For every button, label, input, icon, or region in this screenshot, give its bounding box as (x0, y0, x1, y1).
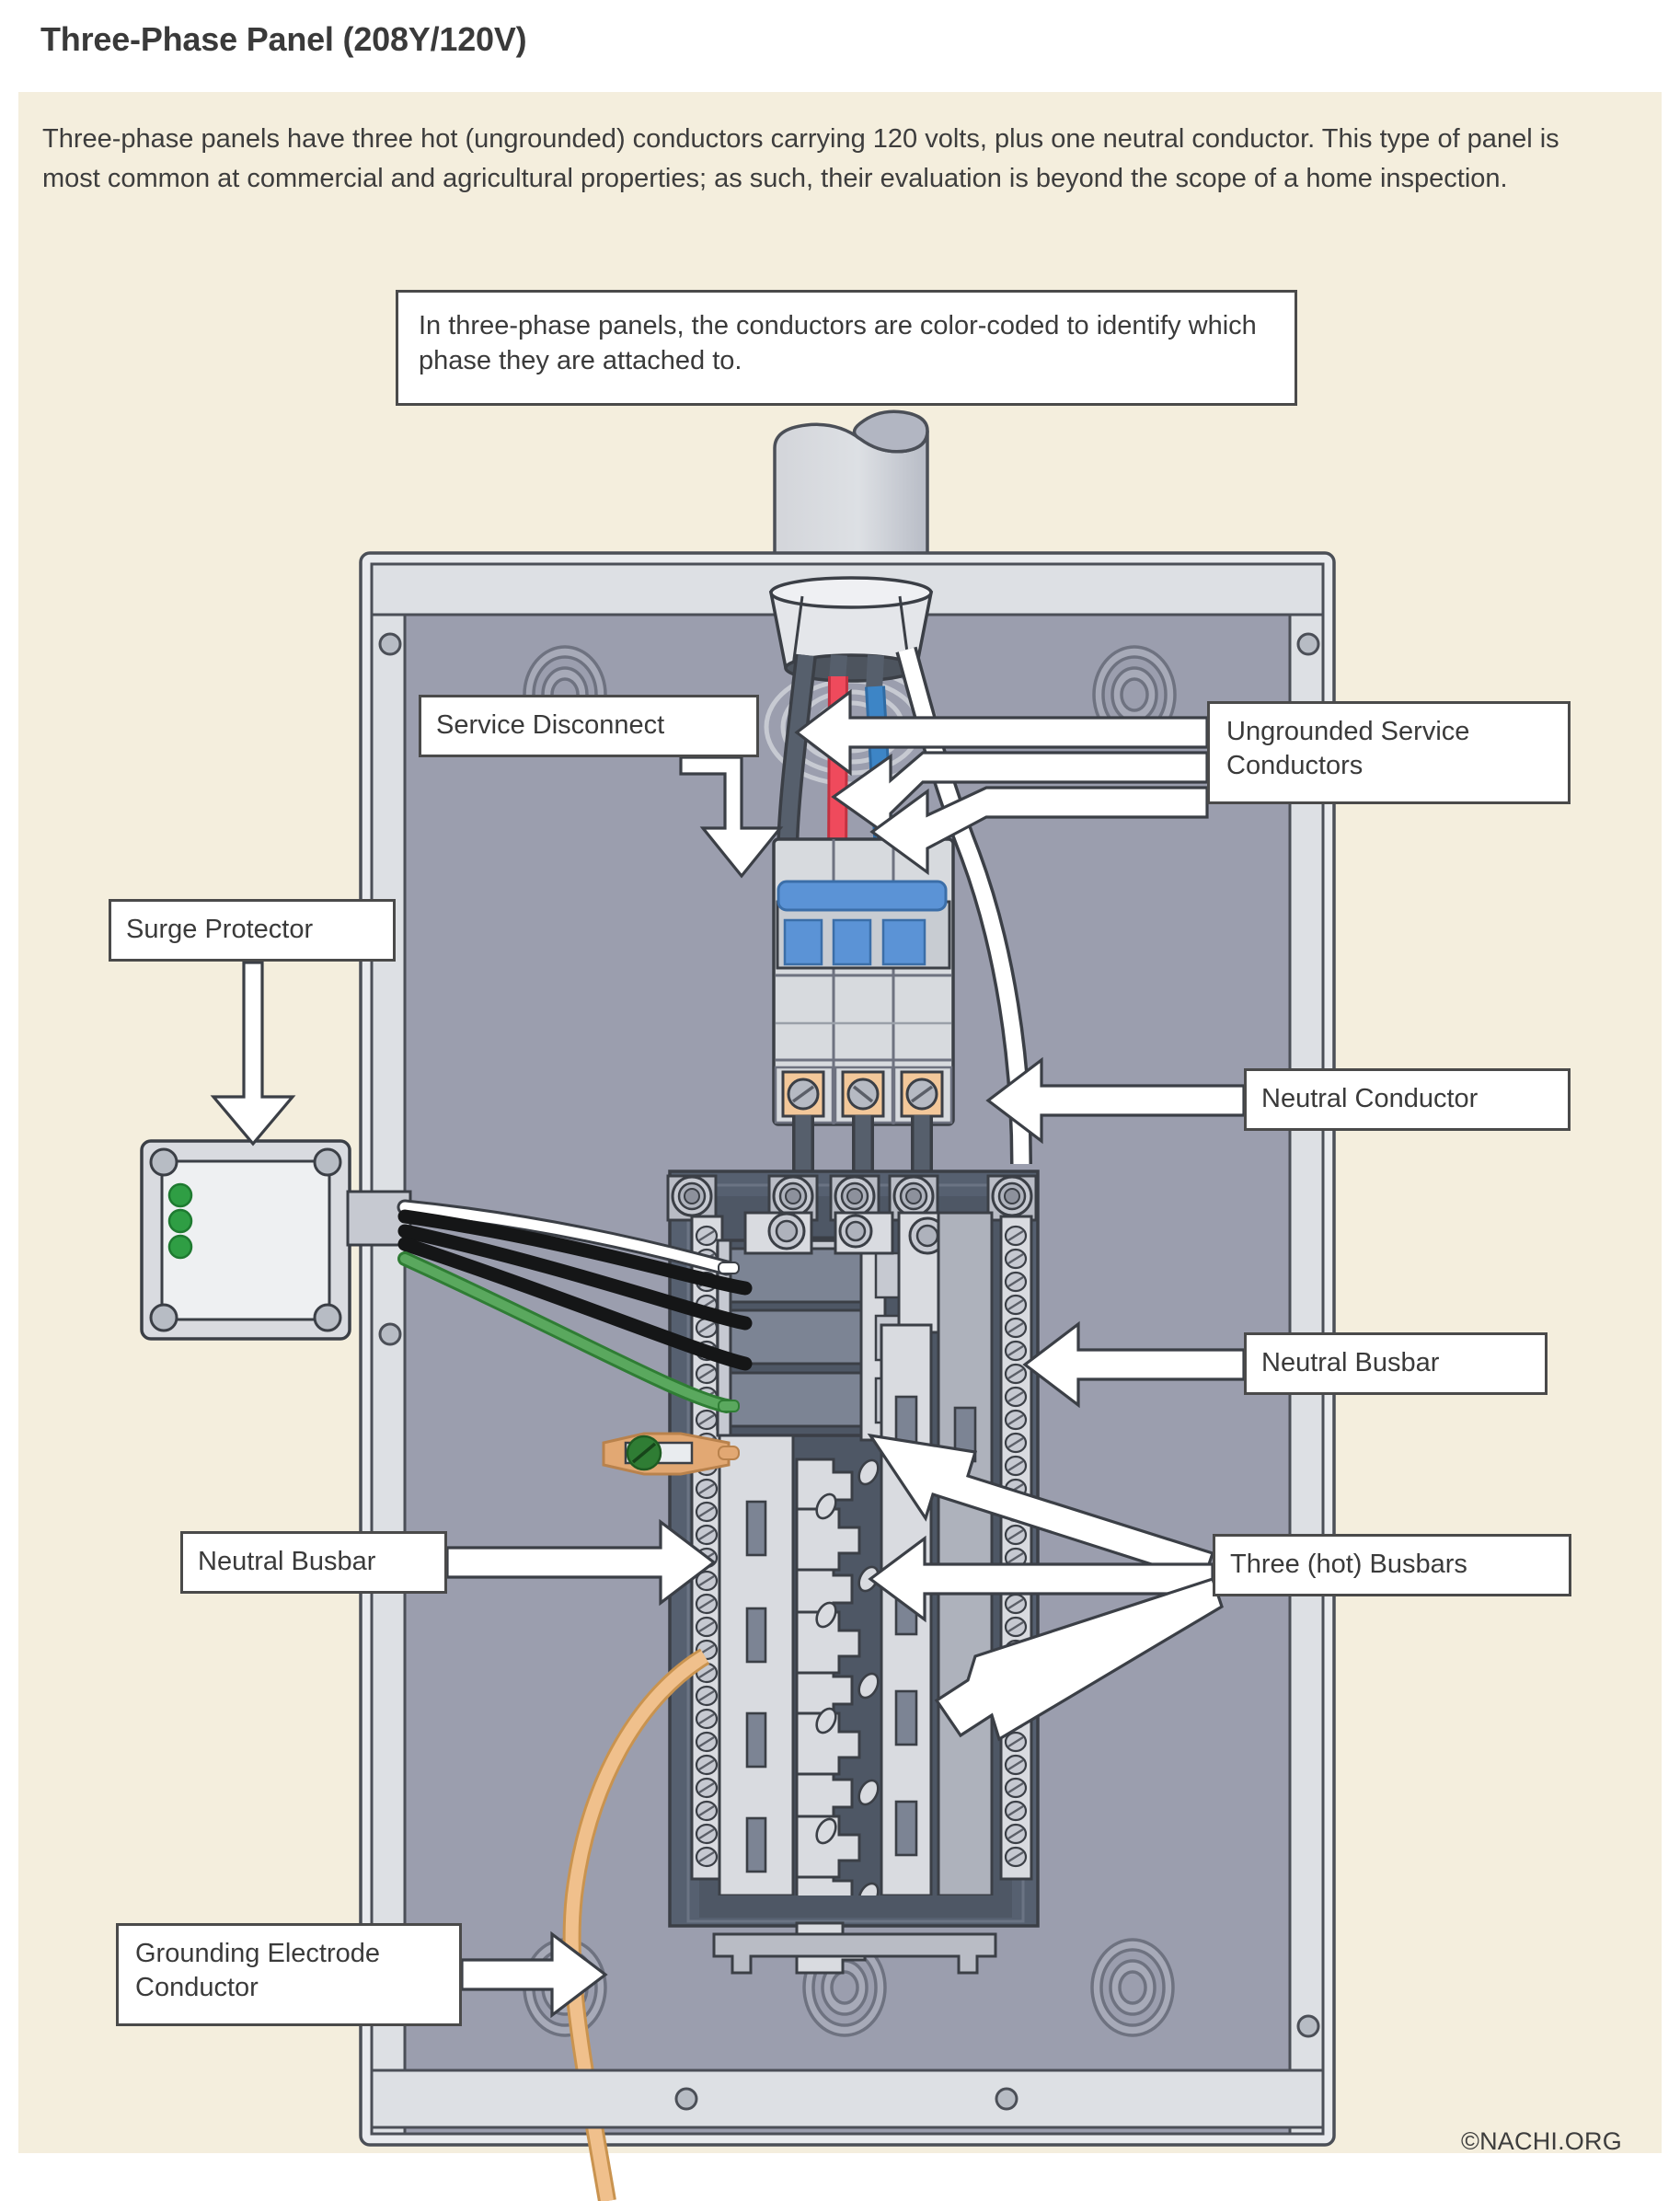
label-neutral-busbar-left: Neutral Busbar (180, 1531, 447, 1594)
intro-paragraph: Three-phase panels have three hot (ungro… (42, 124, 1559, 193)
label-gec-text: Grounding Electrode Conductor (135, 1939, 380, 2003)
label-service-disconnect: Service Disconnect (419, 695, 759, 757)
label-neutral-busbar-right-text: Neutral Busbar (1261, 1348, 1440, 1378)
label-surge-protector-text: Surge Protector (126, 915, 314, 945)
label-service-disconnect-text: Service Disconnect (436, 710, 665, 741)
label-three-hot-busbars: Three (hot) Busbars (1213, 1534, 1571, 1596)
label-neutral-conductor-text: Neutral Conductor (1261, 1084, 1479, 1114)
callout-note-text: In three-phase panels, the conductors ar… (419, 311, 1257, 375)
label-ungrounded-text: Ungrounded Service Conductors (1226, 717, 1470, 781)
callout-note-box: In three-phase panels, the conductors ar… (396, 290, 1297, 406)
label-ungrounded-service-conductors: Ungrounded Service Conductors (1207, 701, 1571, 804)
page-title: Three-Phase Panel (208Y/120V) (40, 20, 527, 58)
label-neutral-busbar-right: Neutral Busbar (1244, 1332, 1548, 1395)
label-three-hot-busbars-text: Three (hot) Busbars (1230, 1550, 1467, 1580)
label-grounding-electrode-conductor: Grounding Electrode Conductor (116, 1923, 462, 2026)
label-surge-protector: Surge Protector (109, 899, 396, 962)
watermark: ©NACHI.ORG (1461, 2127, 1622, 2155)
label-neutral-busbar-left-text: Neutral Busbar (198, 1547, 376, 1577)
label-neutral-conductor: Neutral Conductor (1244, 1068, 1571, 1131)
